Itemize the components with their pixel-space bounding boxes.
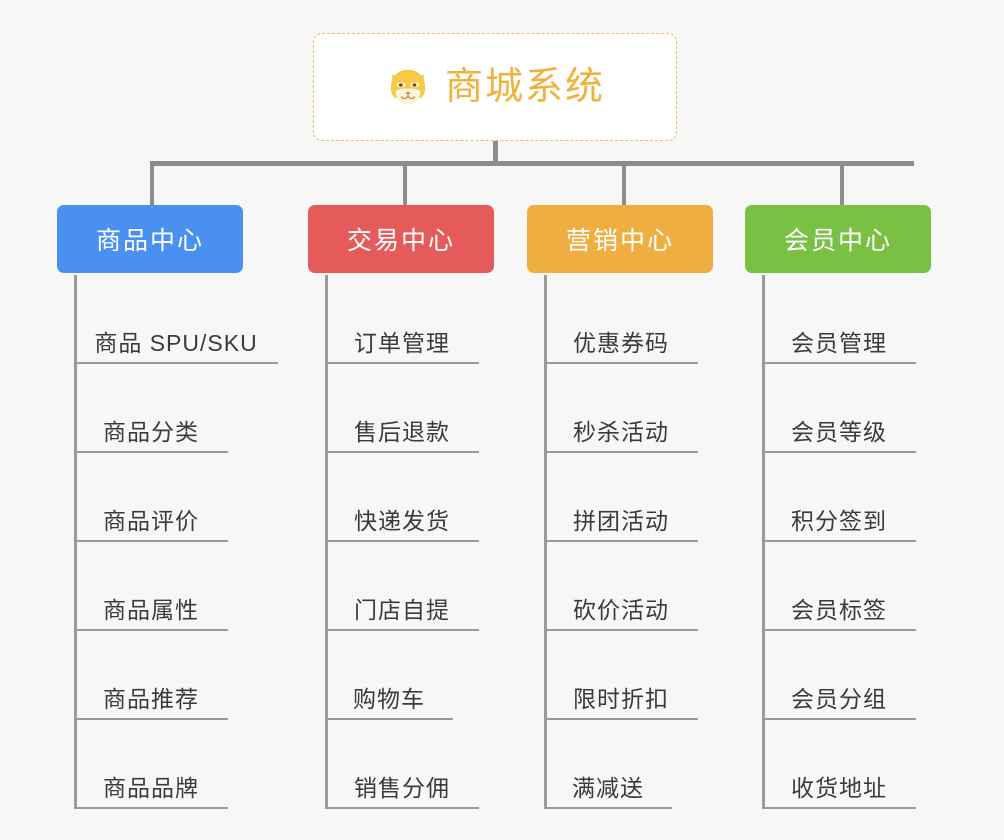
category-header-transaction-center[interactable]: 交易中心 [308,205,494,273]
leaf-item[interactable]: 会员分组 [762,631,916,720]
leaf-item-label: 商品属性 [103,596,199,623]
leaf-item[interactable]: 订单管理 [325,275,479,364]
connector-drop-3 [622,161,626,205]
leaf-spine [762,275,765,809]
leaf-spine [544,275,547,809]
leaf-item-label: 满减送 [572,774,644,801]
category-header-label: 商品中心 [95,227,204,255]
leaf-column-transaction-center: 订单管理 售后退款 快递发货 门店自提 购物车 销售分佣 [325,275,479,809]
leaf-item-label: 会员等级 [791,418,887,445]
leaf-item[interactable]: 拼团活动 [544,453,698,542]
category-header-marketing-center[interactable]: 营销中心 [527,205,713,273]
leaf-item[interactable]: 会员管理 [762,275,916,364]
leaf-item[interactable]: 收货地址 [762,720,916,809]
category-header-product-center[interactable]: 商品中心 [57,205,243,273]
leaf-item-label: 限时折扣 [573,685,669,712]
leaf-item-label: 商品分类 [103,418,199,445]
leaf-item[interactable]: 商品 SPU/SKU [74,275,278,364]
leaf-item[interactable]: 商品分类 [74,364,228,453]
leaf-item[interactable]: 购物车 [325,631,453,720]
leaf-item-label: 会员管理 [791,329,887,356]
leaf-item-label: 砍价活动 [573,596,669,623]
connector-root-stem [493,141,498,165]
leaf-column-member-center: 会员管理 会员等级 积分签到 会员标签 会员分组 收货地址 [762,275,916,809]
connector-drop-2 [403,161,407,205]
leaf-item[interactable]: 优惠券码 [544,275,698,364]
connector-drop-4 [840,161,844,205]
shiba-dog-face-icon [385,64,431,110]
leaf-item[interactable]: 销售分佣 [325,720,479,809]
leaf-spine [325,275,328,809]
leaf-item[interactable]: 会员标签 [762,542,916,631]
category-header-label: 交易中心 [346,227,455,255]
leaf-item-label: 商品推荐 [103,685,199,712]
leaf-column-marketing-center: 优惠券码 秒杀活动 拼团活动 砍价活动 限时折扣 满减送 [544,275,698,809]
leaf-item[interactable]: 积分签到 [762,453,916,542]
leaf-item[interactable]: 售后退款 [325,364,479,453]
root-title: 商城系统 [444,66,605,108]
category-header-member-center[interactable]: 会员中心 [745,205,931,273]
leaf-spine [74,275,77,809]
leaf-item[interactable]: 商品属性 [74,542,228,631]
leaf-item[interactable]: 砍价活动 [544,542,698,631]
leaf-item-label: 门店自提 [354,596,450,623]
leaf-item-label: 售后退款 [354,418,450,445]
leaf-item-label: 会员标签 [791,596,887,623]
leaf-item-label: 收货地址 [791,774,887,801]
leaf-item[interactable]: 商品推荐 [74,631,228,720]
leaf-item[interactable]: 门店自提 [325,542,479,631]
category-header-label: 会员中心 [783,227,892,255]
leaf-item[interactable]: 限时折扣 [544,631,698,720]
leaf-item[interactable]: 会员等级 [762,364,916,453]
connector-horizontal-bus [150,161,914,166]
connector-drop-1 [150,161,154,205]
leaf-item-label: 商品品牌 [103,774,199,801]
leaf-item[interactable]: 商品评价 [74,453,228,542]
leaf-item-label: 秒杀活动 [573,418,669,445]
root-node[interactable]: 商城系统 [313,33,677,141]
leaf-column-product-center: 商品 SPU/SKU 商品分类 商品评价 商品属性 商品推荐 商品品牌 [74,275,278,809]
leaf-item-label: 购物车 [353,685,425,712]
leaf-item-label: 商品 SPU/SKU [94,329,258,356]
leaf-item-label: 拼团活动 [573,507,669,534]
leaf-item-label: 积分签到 [791,507,887,534]
leaf-item-label: 销售分佣 [354,774,450,801]
leaf-item-label: 会员分组 [791,685,887,712]
leaf-item[interactable]: 快递发货 [325,453,479,542]
category-header-label: 营销中心 [565,227,674,255]
leaf-item-label: 快递发货 [354,507,450,534]
leaf-item-label: 商品评价 [103,507,199,534]
leaf-item[interactable]: 秒杀活动 [544,364,698,453]
leaf-item-label: 优惠券码 [573,329,669,356]
leaf-item[interactable]: 满减送 [544,720,672,809]
leaf-item-label: 订单管理 [354,329,450,356]
leaf-item[interactable]: 商品品牌 [74,720,228,809]
